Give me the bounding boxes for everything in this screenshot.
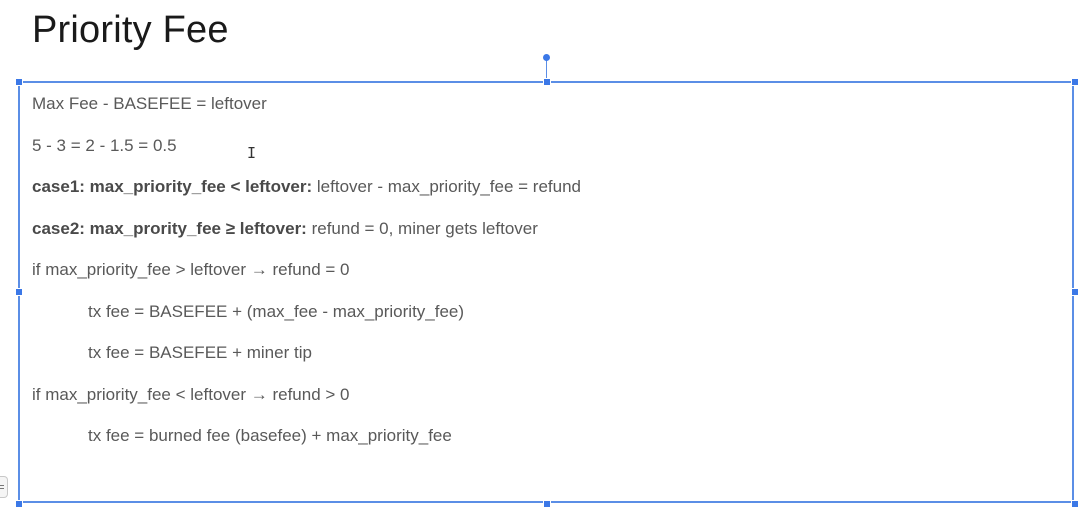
text-line-txfee-2: tx fee = BASEFEE + miner tip <box>88 343 312 362</box>
text-line-max-fee: Max Fee - BASEFEE = leftover <box>32 94 267 113</box>
text-line-txfee-3: tx fee = burned fee (basefee) + max_prio… <box>88 426 452 445</box>
text-cursor-icon: I <box>247 144 257 162</box>
resize-handle-bottom[interactable] <box>543 500 551 508</box>
case2-label: case2: max_prority_fee ≥ leftover: <box>32 219 307 238</box>
case1-label: case1: max_priority_fee < leftover: <box>32 177 313 196</box>
resize-handle-bottom-left[interactable] <box>15 500 23 508</box>
resize-handle-right[interactable] <box>1071 288 1079 296</box>
resize-handle-top-right[interactable] <box>1071 78 1079 86</box>
text-line-if-less: if max_priority_fee < leftover → refund … <box>32 385 350 404</box>
resize-handle-top-left[interactable] <box>15 78 23 86</box>
text-line-case1: case1: max_priority_fee < leftover: left… <box>32 175 581 199</box>
case2-text: refund = 0, miner gets leftover <box>306 219 538 238</box>
resize-handle-bottom-right[interactable] <box>1071 500 1079 508</box>
rotate-handle-icon[interactable] <box>543 54 550 61</box>
text-line-example: 5 - 3 = 2 - 1.5 = 0.5 <box>32 136 177 155</box>
resize-handle-top[interactable] <box>543 78 551 86</box>
panel-toggle-icon[interactable] <box>0 476 8 498</box>
text-line-case2: case2: max_prority_fee ≥ leftover: refun… <box>32 217 538 241</box>
rotate-handle-stem <box>546 58 547 80</box>
text-line-txfee-1: tx fee = BASEFEE + (max_fee - max_priori… <box>88 302 465 321</box>
slide-title[interactable]: Priority Fee <box>32 9 229 51</box>
case1-text: leftover - max_priority_fee = refund <box>312 177 581 196</box>
text-line-if-greater: if max_priority_fee > leftover → refund … <box>32 260 350 279</box>
resize-handle-left[interactable] <box>15 288 23 296</box>
